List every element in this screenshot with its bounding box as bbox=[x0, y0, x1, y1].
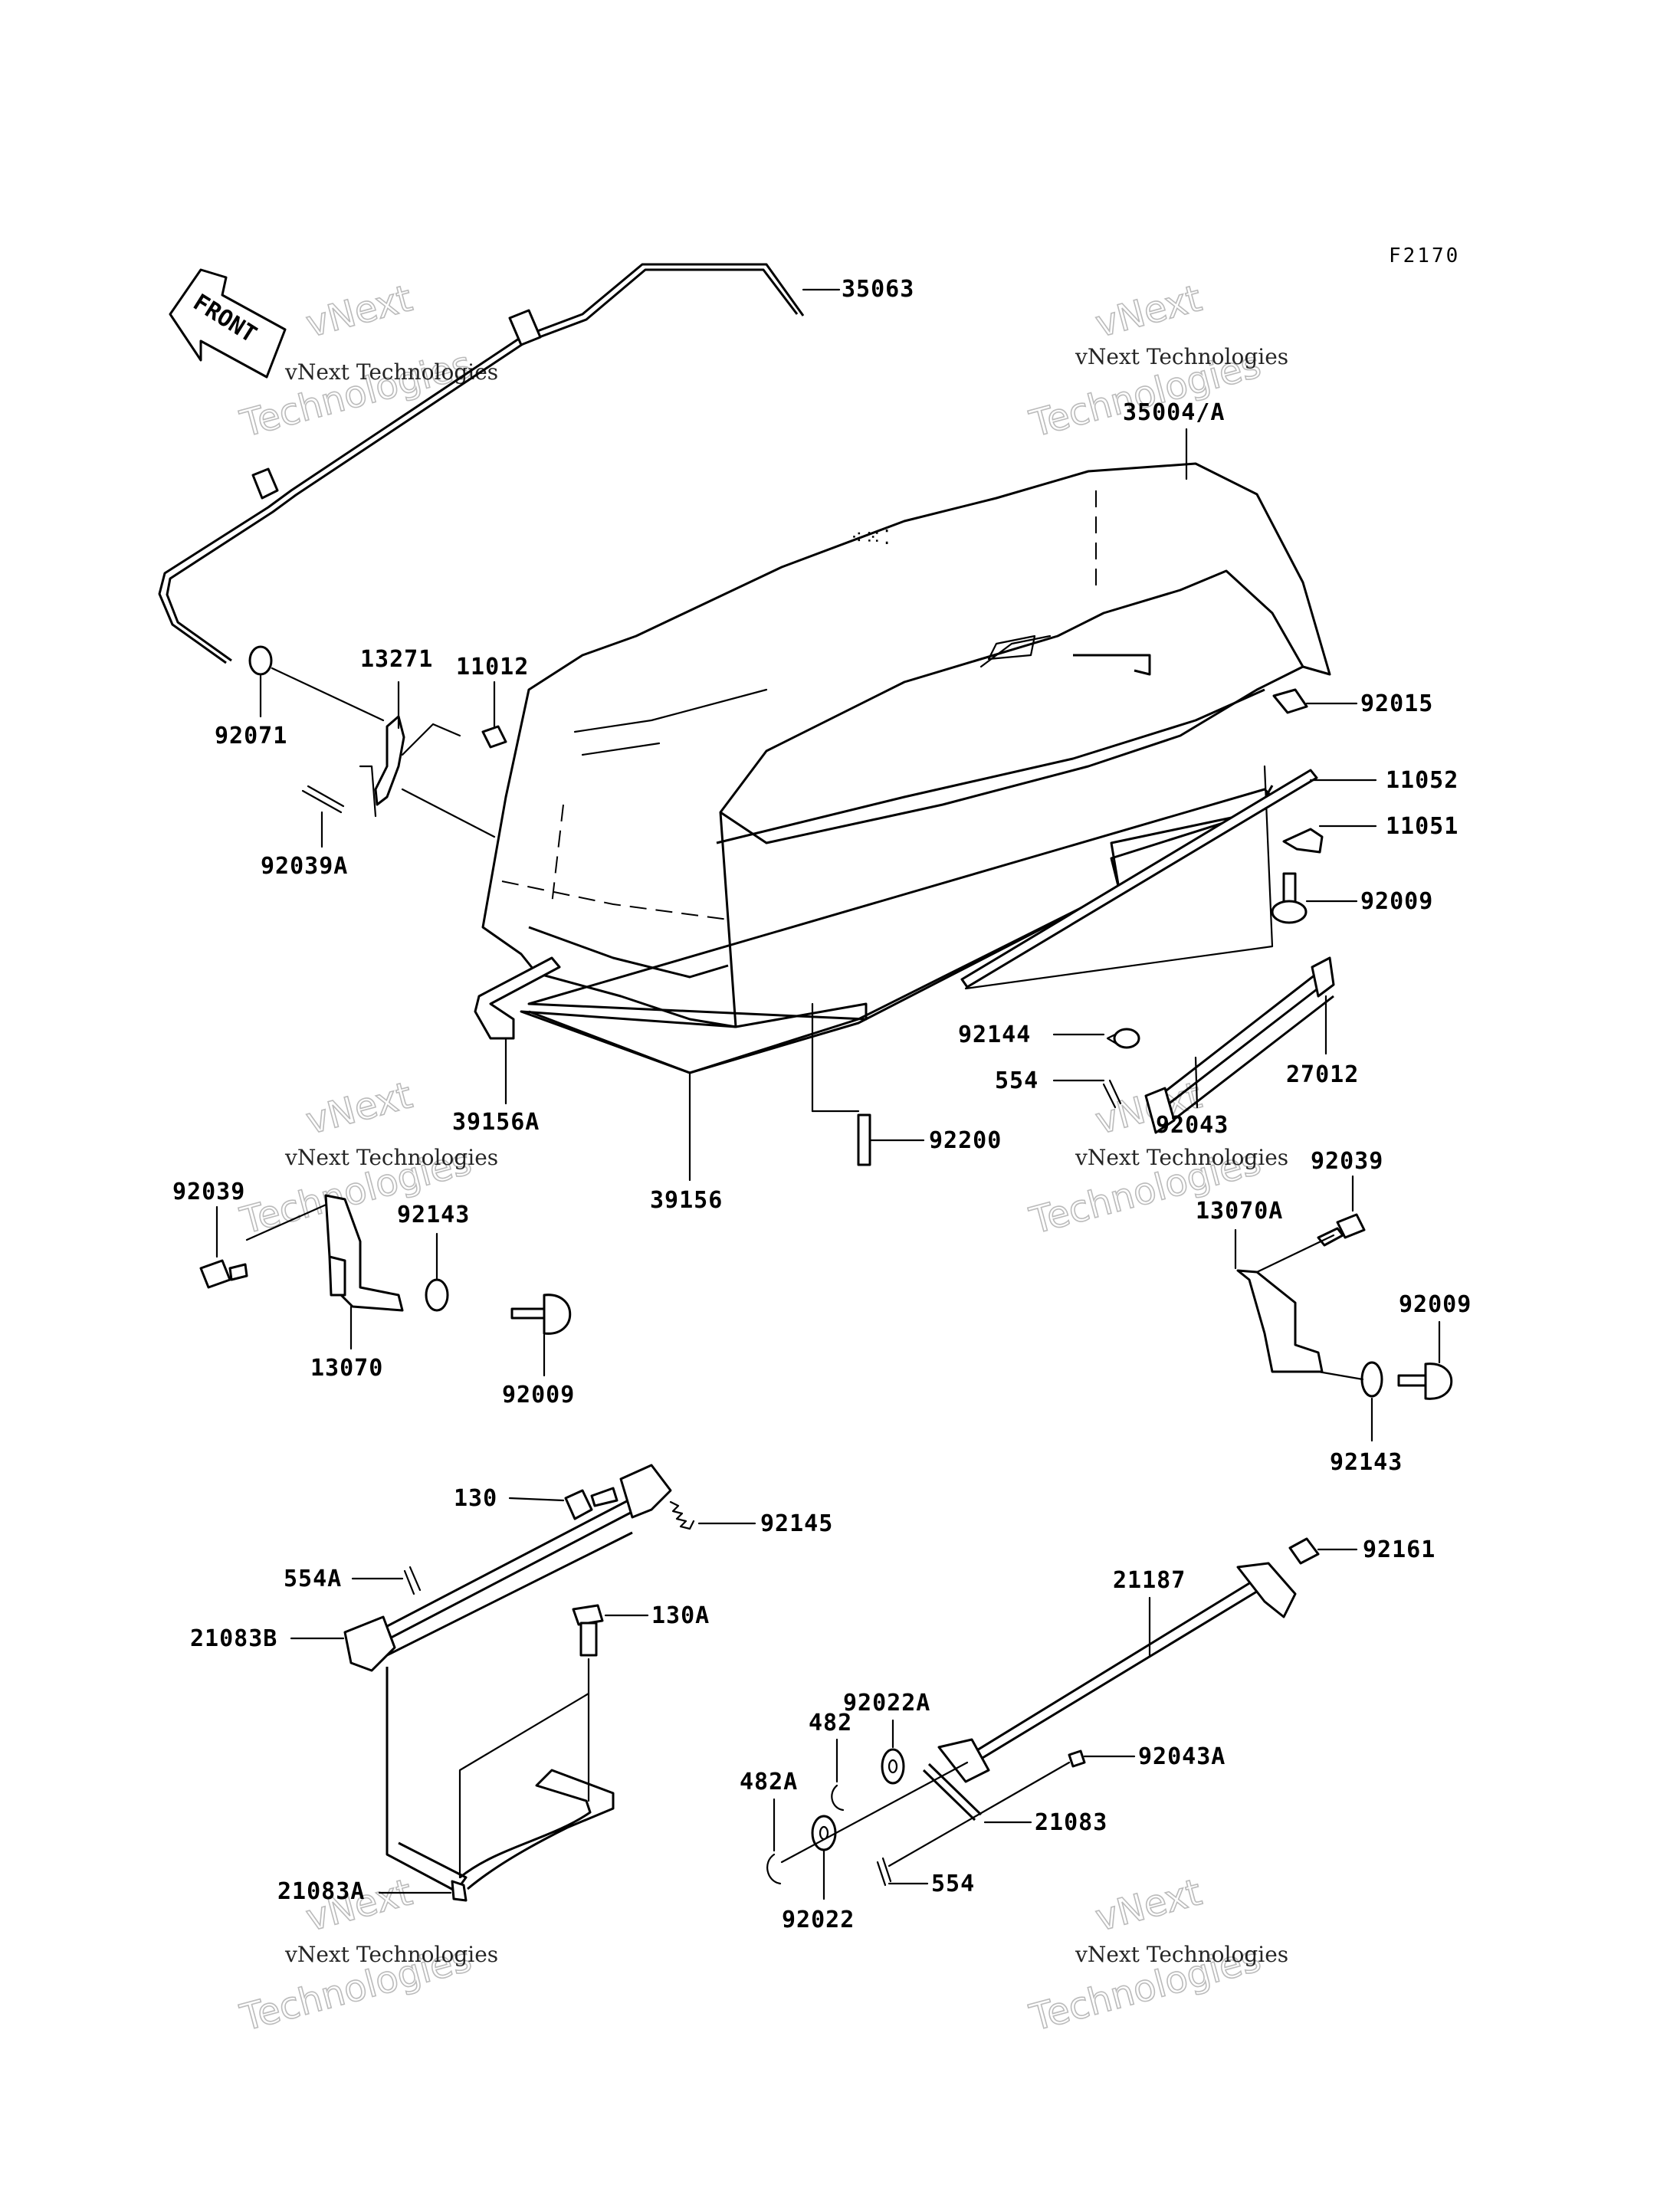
label-482: 482 bbox=[809, 1710, 852, 1736]
label-92200: 92200 bbox=[929, 1127, 1002, 1154]
lever-13271: 13271 bbox=[359, 646, 496, 838]
washer-92143-right: 92143 bbox=[1317, 1361, 1403, 1476]
label-92071: 92071 bbox=[215, 723, 287, 749]
label-130: 130 bbox=[454, 1485, 497, 1512]
rivet-92039-left: 92039 bbox=[172, 1179, 331, 1289]
bracket-13070: 13070 bbox=[310, 1194, 404, 1382]
svg-text:vNext Technologies: vNext Technologies bbox=[1075, 1145, 1288, 1170]
clip-92015: 92015 bbox=[1272, 688, 1433, 717]
pin-92043: 92043 bbox=[1156, 1056, 1229, 1139]
label-92015: 92015 bbox=[1360, 690, 1433, 717]
tab-92161: 92161 bbox=[1288, 1536, 1436, 1565]
label-92043a: 92043A bbox=[1138, 1743, 1226, 1770]
label-92022: 92022 bbox=[782, 1907, 855, 1933]
label-39156: 39156 bbox=[650, 1187, 723, 1214]
svg-text:vNext: vNext bbox=[302, 277, 417, 346]
rail-39156a: 39156A bbox=[452, 956, 561, 1136]
label-92009-right: 92009 bbox=[1399, 1291, 1472, 1318]
clip-482a: 482A bbox=[740, 1769, 798, 1885]
pin-92043a: 92043A bbox=[888, 1743, 1226, 1867]
label-92145: 92145 bbox=[760, 1510, 833, 1537]
figure-code: F2170 bbox=[1389, 244, 1460, 267]
bolt-130: 130 bbox=[454, 1485, 619, 1520]
label-13271: 13271 bbox=[360, 646, 433, 673]
pin-92039a: 92039A bbox=[261, 785, 348, 880]
label-13070: 13070 bbox=[310, 1355, 383, 1382]
label-11012: 11012 bbox=[456, 654, 529, 680]
label-92039-right: 92039 bbox=[1311, 1148, 1383, 1175]
svg-text:⁖⁙⁚: ⁖⁙⁚ bbox=[851, 526, 892, 549]
label-39156a: 39156A bbox=[452, 1109, 540, 1136]
label-11052: 11052 bbox=[1386, 767, 1459, 794]
label-92039a: 92039A bbox=[261, 853, 348, 880]
label-13070a: 13070A bbox=[1196, 1198, 1283, 1225]
label-35063: 35063 bbox=[842, 276, 914, 303]
rod-21187: 21187 bbox=[937, 1562, 1297, 1783]
label-92043: 92043 bbox=[1156, 1112, 1229, 1139]
spring-92145: 92145 bbox=[669, 1500, 833, 1537]
strip-11052: 11052 bbox=[960, 767, 1459, 989]
label-92009-top: 92009 bbox=[1360, 888, 1433, 915]
clip-554-mid: 554 bbox=[995, 1067, 1122, 1109]
bolt-92009-right: 92009 bbox=[1397, 1291, 1472, 1400]
label-35004a: 35004/A bbox=[1123, 399, 1225, 426]
svg-text:vNext Technologies: vNext Technologies bbox=[284, 1145, 498, 1170]
label-92161: 92161 bbox=[1363, 1536, 1436, 1563]
rod-35063: 35063 bbox=[158, 263, 914, 664]
label-92009-left: 92009 bbox=[502, 1382, 575, 1408]
svg-text:Technologies: Technologies bbox=[236, 343, 476, 446]
label-21083a: 21083A bbox=[277, 1878, 365, 1905]
bolt-130a: 130A bbox=[572, 1602, 710, 1695]
label-11051: 11051 bbox=[1386, 813, 1459, 840]
spring-92144: 92144 bbox=[958, 1021, 1140, 1049]
bracket-11051: 11051 bbox=[1282, 813, 1459, 854]
svg-text:vNext Technologies: vNext Technologies bbox=[284, 359, 498, 385]
washer-92022a: 92022A bbox=[843, 1690, 930, 1785]
bracket-13070a: 13070A bbox=[1196, 1198, 1335, 1373]
label-554-mid: 554 bbox=[995, 1067, 1039, 1094]
label-482a: 482A bbox=[740, 1769, 798, 1795]
label-130a: 130A bbox=[651, 1602, 710, 1629]
label-21083b: 21083B bbox=[190, 1625, 277, 1652]
front-arrow-icon: FRONT bbox=[169, 268, 287, 379]
washer-92022: 92022 bbox=[780, 1761, 969, 1933]
washer-92143-left: 92143 bbox=[397, 1202, 470, 1312]
link-21083: 21083 bbox=[922, 1763, 1107, 1836]
bolt-92009-left: 92009 bbox=[502, 1294, 575, 1408]
label-554-bottom: 554 bbox=[931, 1871, 975, 1897]
label-92143-right: 92143 bbox=[1330, 1449, 1403, 1476]
label-92143-left: 92143 bbox=[397, 1202, 470, 1228]
rivet-92039-right: 92039 bbox=[1311, 1148, 1383, 1247]
linkage-27012: 27012 bbox=[1144, 956, 1359, 1134]
front-label: FRONT bbox=[189, 289, 261, 349]
pin-11012: 11012 bbox=[456, 654, 529, 749]
bracket-92200: 92200 bbox=[811, 1002, 1002, 1166]
label-92144: 92144 bbox=[958, 1021, 1031, 1048]
clip-482: 482 bbox=[809, 1710, 852, 1812]
bolt-92009-top: 92009 bbox=[1271, 872, 1433, 924]
svg-text:vNext Technologies: vNext Technologies bbox=[284, 1942, 498, 1967]
svg-text:vNext Technologies: vNext Technologies bbox=[1075, 344, 1288, 369]
label-92039-left: 92039 bbox=[172, 1179, 245, 1205]
svg-text:vNext: vNext bbox=[1091, 1871, 1206, 1940]
link-21083a: 21083A bbox=[277, 1667, 615, 1905]
svg-text:vNext Technologies: vNext Technologies bbox=[1075, 1942, 1288, 1967]
svg-text:vNext: vNext bbox=[302, 1074, 417, 1143]
label-21187: 21187 bbox=[1113, 1567, 1186, 1594]
link-21083b: 21083B bbox=[190, 1464, 672, 1672]
label-554a: 554A bbox=[284, 1566, 342, 1592]
label-27012: 27012 bbox=[1286, 1061, 1359, 1088]
label-92022a: 92022A bbox=[843, 1690, 930, 1717]
label-21083: 21083 bbox=[1035, 1809, 1107, 1836]
svg-text:vNext: vNext bbox=[1091, 277, 1206, 346]
clip-554a: 554A bbox=[284, 1566, 422, 1595]
clip-554-bottom: 554 bbox=[876, 1857, 975, 1897]
bushing-92071: 92071 bbox=[215, 645, 385, 749]
housing-35004a: ⁖⁙⁚ 35004/A bbox=[481, 399, 1331, 1028]
